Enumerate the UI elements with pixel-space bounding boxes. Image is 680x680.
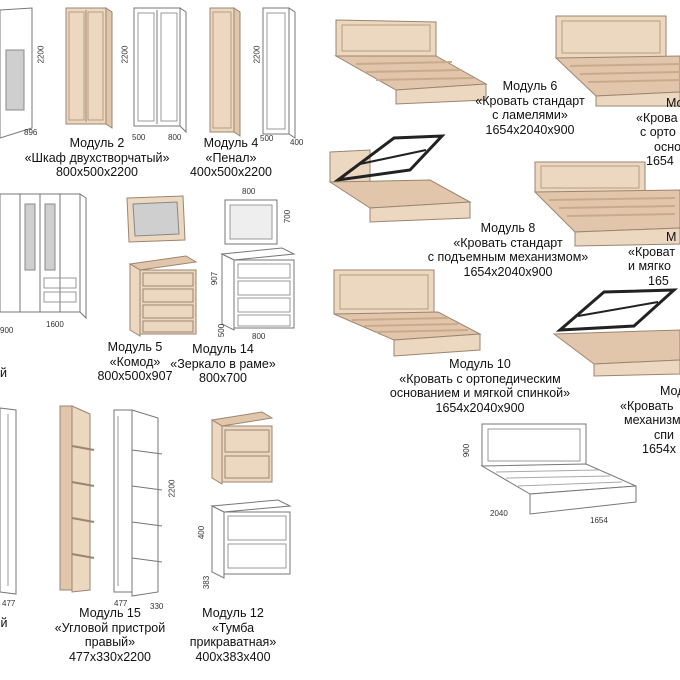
bed-ortho-partial-image xyxy=(554,15,680,107)
caption-partial-bottom-left: й xyxy=(0,616,8,630)
dim-330: 330 xyxy=(150,602,164,611)
dim-500-c: 500 xyxy=(217,323,227,338)
bed-lift-mechanism-image xyxy=(328,130,472,223)
mirror-frame-image xyxy=(126,195,186,244)
dim-800-b: 800 xyxy=(242,187,256,196)
mirror-frame-outline-image xyxy=(224,199,281,246)
dim-900-a: 900 xyxy=(0,326,14,335)
pencil-case-image xyxy=(209,7,241,137)
dim-2200-a: 2200 xyxy=(36,45,46,64)
dim-477-b: 477 xyxy=(114,599,128,608)
dim-896: 896 xyxy=(24,128,38,137)
nightstand-outline-image xyxy=(210,499,292,579)
bed-soft-partial-image xyxy=(533,161,680,247)
caption-module-5: Модуль 5«Комод»800х500х907 xyxy=(97,340,173,383)
dim-907: 907 xyxy=(210,271,220,286)
dim-800-a: 800 xyxy=(168,133,182,142)
nightstand-image xyxy=(210,411,274,485)
corner-shelf-image xyxy=(59,405,96,594)
wardrobe-partial-bottom-image xyxy=(0,407,18,595)
bed-ortho-soft-headboard-image xyxy=(333,269,482,358)
dim-900-b: 900 xyxy=(462,443,472,458)
dim-2200-d: 2200 xyxy=(167,479,177,498)
pencil-case-outline-image xyxy=(262,7,297,139)
dim-700: 700 xyxy=(283,209,293,224)
bed-standard-slats-image xyxy=(334,19,488,105)
dim-2040: 2040 xyxy=(490,509,508,518)
caption-partial-left: й xyxy=(0,366,7,380)
dim-383: 383 xyxy=(202,575,212,590)
wardrobe-corner-partial xyxy=(0,7,40,140)
dim-800-c: 800 xyxy=(252,332,266,341)
dim-1654: 1654 xyxy=(590,516,608,525)
bed-lift-partial-image xyxy=(552,288,680,377)
wardrobe-outline-image xyxy=(133,7,188,134)
dim-400-b: 400 xyxy=(197,525,207,540)
dim-2200-b: 2200 xyxy=(120,45,130,64)
wardrobe-two-door-image xyxy=(65,7,113,129)
dim-477-a: 477 xyxy=(2,599,16,608)
chest-outline-image xyxy=(220,247,298,331)
caption-module-4: Модуль 4«Пенал»400х500х2200 xyxy=(189,136,273,179)
chest-of-drawers-image xyxy=(128,255,198,337)
caption-module-2: Модуль 2«Шкаф двухстворчатый»800х500х220… xyxy=(24,136,170,179)
dim-400-a: 400 xyxy=(290,138,304,147)
corner-shelf-outline-image xyxy=(113,409,166,597)
dim-1600: 1600 xyxy=(46,320,64,329)
caption-module-14: Модуль 14«Зеркало в раме»800х700 xyxy=(170,342,276,385)
dim-500-a: 500 xyxy=(132,133,146,142)
bed-outline-drawing xyxy=(476,423,640,524)
dim-500-b: 500 xyxy=(260,134,274,143)
wardrobe-four-door-outline-image xyxy=(0,193,88,320)
dim-2200-c: 2200 xyxy=(252,45,262,64)
